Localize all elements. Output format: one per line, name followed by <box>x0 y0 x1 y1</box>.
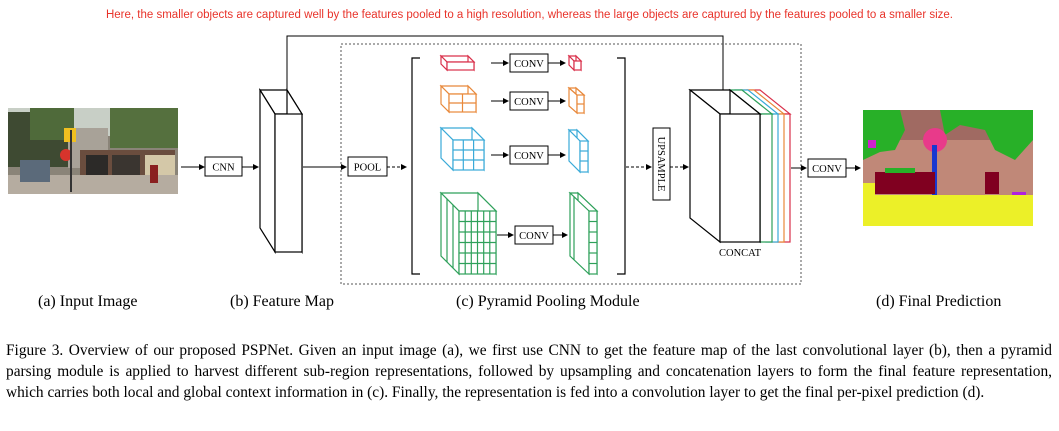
input-image <box>8 108 178 194</box>
caption-input-image: (a) Input Image <box>38 293 138 310</box>
reduced-feature-level2 <box>567 86 586 115</box>
caption-feature-map: (b) Feature Map <box>230 293 334 310</box>
conv-label-level2: CONV <box>514 97 544 108</box>
conv-label-level1: CONV <box>514 59 544 70</box>
right-bracket <box>617 57 626 275</box>
pooled-feature-level2 <box>439 84 478 114</box>
skip-connection-arrow <box>286 35 726 103</box>
reduced-feature-level4 <box>568 191 599 276</box>
conv-label-level3: CONV <box>514 151 544 162</box>
pooled-feature-level1 <box>439 54 476 72</box>
caption-pyramid-pooling: (c) Pyramid Pooling Module <box>456 293 640 310</box>
annotation-text: Here, the smaller objects are captured w… <box>105 9 953 21</box>
final-prediction-image <box>863 110 1033 226</box>
cnn-label: CNN <box>212 163 235 174</box>
upsample-box <box>652 127 671 201</box>
reduced-feature-level1 <box>567 54 583 72</box>
feature-map-block <box>258 87 304 255</box>
pooled-feature-level3 <box>439 126 486 172</box>
final-conv-label: CONV <box>812 164 842 175</box>
reduced-feature-level3 <box>567 128 590 174</box>
figure-caption: Figure 3. Overview of our proposed PSPNe… <box>6 342 1052 401</box>
concat-label: CONCAT <box>719 248 762 259</box>
concat-block <box>688 88 792 244</box>
left-bracket <box>411 57 420 275</box>
conv-label-level4: CONV <box>519 231 549 242</box>
upsample-label: UPSAMPLE <box>655 137 666 192</box>
pool-label: POOL <box>354 163 381 174</box>
pooled-feature-level4 <box>439 191 498 276</box>
caption-final-prediction: (d) Final Prediction <box>876 293 1002 310</box>
